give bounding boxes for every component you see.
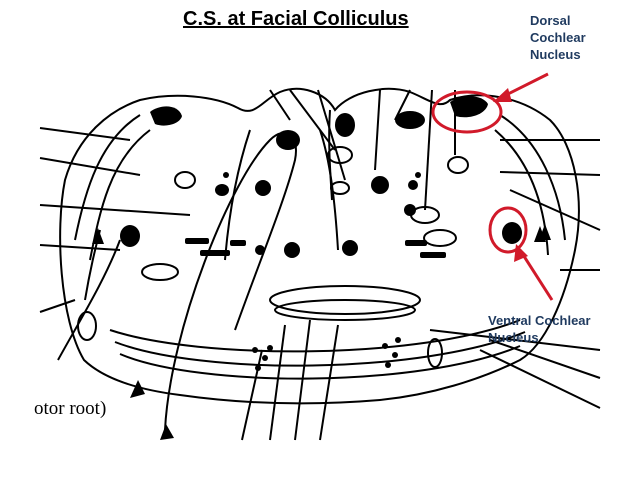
fiber-dash bbox=[185, 238, 209, 244]
fiber-tract-2 bbox=[114, 331, 526, 367]
fiber-dash bbox=[200, 250, 230, 256]
pointer-line bbox=[319, 324, 339, 441]
motor-neuron-dot bbox=[262, 355, 268, 361]
pointer-line bbox=[479, 349, 601, 409]
ventral-cochlear-highlight-circle bbox=[488, 206, 528, 254]
pointer-line bbox=[509, 189, 601, 231]
ventral-cochlear-arrow bbox=[518, 249, 554, 301]
left-root-fiber bbox=[57, 239, 121, 361]
pointer-line bbox=[429, 329, 601, 351]
abducens-nucleus-left bbox=[276, 130, 300, 150]
small-oval bbox=[423, 229, 457, 247]
motor-neuron-dot bbox=[267, 345, 273, 351]
pointer-line bbox=[394, 89, 411, 121]
label-line: Ventral Cochlear bbox=[488, 313, 591, 328]
small-oval bbox=[447, 156, 469, 174]
dorsal-arrowhead bbox=[493, 88, 512, 102]
motor-neuron-dot bbox=[395, 337, 401, 343]
pointer-line bbox=[39, 204, 191, 216]
facial-nerve-loop-right bbox=[224, 129, 251, 261]
motor-neuron-dot bbox=[252, 347, 258, 353]
right-inner-lobe bbox=[499, 114, 566, 241]
label-line: Nucleus bbox=[530, 47, 581, 62]
pointer-line bbox=[289, 89, 336, 151]
small-oval bbox=[427, 338, 443, 368]
pointer-line bbox=[39, 244, 121, 251]
nucleus-dot bbox=[223, 172, 229, 178]
dorsal-cochlear-highlight-circle bbox=[431, 90, 503, 134]
pointer-line bbox=[269, 324, 286, 441]
pointer-line bbox=[39, 157, 141, 176]
small-oval bbox=[174, 171, 196, 189]
motor-neuron-dot bbox=[382, 343, 388, 349]
label-line: Dorsal bbox=[530, 13, 571, 28]
nucleus-dot bbox=[404, 204, 416, 216]
small-oval bbox=[141, 263, 179, 281]
fiber-dash bbox=[420, 252, 446, 258]
pointer-line bbox=[489, 339, 601, 379]
pyramid bbox=[269, 285, 421, 315]
fiber-tract-1 bbox=[109, 319, 521, 353]
pointer-line bbox=[269, 89, 291, 121]
ventral-arrowhead bbox=[514, 244, 528, 262]
fiber-dash bbox=[230, 240, 246, 246]
label-line: Cochlear bbox=[530, 30, 586, 45]
section-outline bbox=[59, 87, 580, 405]
pointer-line bbox=[317, 89, 346, 181]
arrowhead bbox=[160, 424, 174, 440]
ventral-cochlear-nucleus-shape bbox=[502, 222, 522, 244]
fiber-dash bbox=[405, 240, 427, 246]
nucleus-dot bbox=[255, 180, 271, 196]
motor-neuron-dot bbox=[255, 365, 261, 371]
pointer-line bbox=[499, 171, 601, 176]
slide-title: C.S. at Facial Colliculus bbox=[183, 8, 409, 30]
nucleus-dot bbox=[408, 180, 418, 190]
nucleus-dot bbox=[395, 111, 425, 129]
nucleus-dot bbox=[255, 245, 265, 255]
fiber-tract-3 bbox=[119, 345, 521, 380]
label-line: Nucleus bbox=[488, 330, 539, 345]
vestibular-nucleus-left bbox=[150, 106, 182, 126]
small-oval bbox=[330, 181, 350, 195]
motor-neuron-dot bbox=[392, 352, 398, 358]
ventral-cochlear-nucleus-label: Ventral Cochlear Nucleus bbox=[488, 312, 638, 346]
motor-root-text: otor root) bbox=[34, 398, 107, 419]
arrowhead bbox=[92, 228, 104, 244]
pointer-line bbox=[374, 89, 381, 171]
pointer-line bbox=[39, 127, 131, 141]
nucleus-dot bbox=[342, 240, 358, 256]
nucleus-dot bbox=[120, 225, 140, 247]
pyramid-inner bbox=[274, 299, 416, 321]
pointer-line bbox=[424, 89, 433, 211]
dorsal-cochlear-nucleus-label: Dorsal Cochlear Nucleus bbox=[530, 12, 630, 63]
nucleus-dot bbox=[335, 113, 355, 137]
nucleus-dot bbox=[371, 176, 389, 194]
pointer-line bbox=[241, 349, 263, 441]
arrowhead bbox=[534, 226, 546, 242]
nucleus-dot bbox=[215, 184, 229, 196]
pointer-line bbox=[294, 319, 311, 441]
small-oval bbox=[77, 311, 97, 341]
motor-neuron-dot bbox=[385, 362, 391, 368]
dorsal-cochlear-nucleus-shape bbox=[450, 96, 488, 118]
arrowhead bbox=[130, 380, 145, 398]
nucleus-dot bbox=[415, 172, 421, 178]
nucleus-dot bbox=[284, 242, 300, 258]
pointer-line bbox=[39, 299, 76, 313]
